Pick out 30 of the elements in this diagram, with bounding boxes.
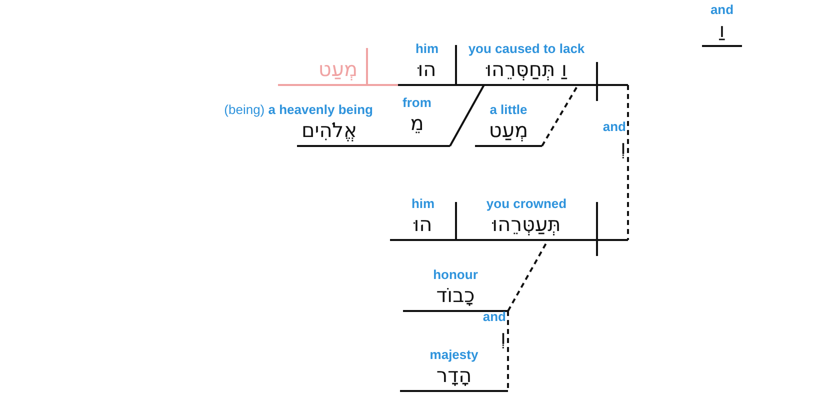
hebrew-word: הוּ: [418, 56, 436, 82]
english-gloss: from: [402, 95, 432, 110]
dashed-connector: [627, 85, 629, 240]
hebrew-word: כָבוֹד: [436, 282, 475, 308]
hebrew-word: מְעַט: [488, 117, 528, 143]
hebrew-word: תְּעַטְּרֵהוּ: [492, 211, 561, 237]
english-gloss: majesty: [430, 347, 478, 362]
hebrew-word: מְעַט: [318, 56, 358, 82]
english-gloss: a little: [490, 102, 528, 117]
english-gloss: and: [710, 2, 734, 17]
word-line: [400, 351, 508, 392]
slanted-connector: [449, 84, 485, 146]
english-gloss: you caused to lack: [468, 41, 585, 56]
hebrew-word: וַ: [719, 17, 725, 43]
english-gloss: (being) a heavenly being: [224, 102, 373, 117]
hebrew-word: וְ: [620, 134, 626, 160]
english-gloss: and: [482, 309, 506, 324]
hebrew-word: הָדָר: [436, 362, 472, 388]
hebrew-word: וַ תְּחַסְּרֵהוּ: [486, 56, 567, 82]
english-gloss: honour: [433, 267, 478, 282]
dashed-connector: [507, 311, 509, 391]
english-gloss: and: [602, 119, 626, 134]
hebrew-word: מֵ: [410, 110, 424, 136]
hebrew-word: אֱלֹהִים: [301, 117, 357, 143]
dashed-connector: [541, 84, 579, 146]
english-gloss: him: [415, 41, 439, 56]
hebrew-word: וְ: [500, 324, 506, 350]
english-gloss: you crowned: [486, 196, 567, 211]
hebrew-word: הוּ: [414, 211, 432, 237]
english-gloss: him: [411, 196, 435, 211]
